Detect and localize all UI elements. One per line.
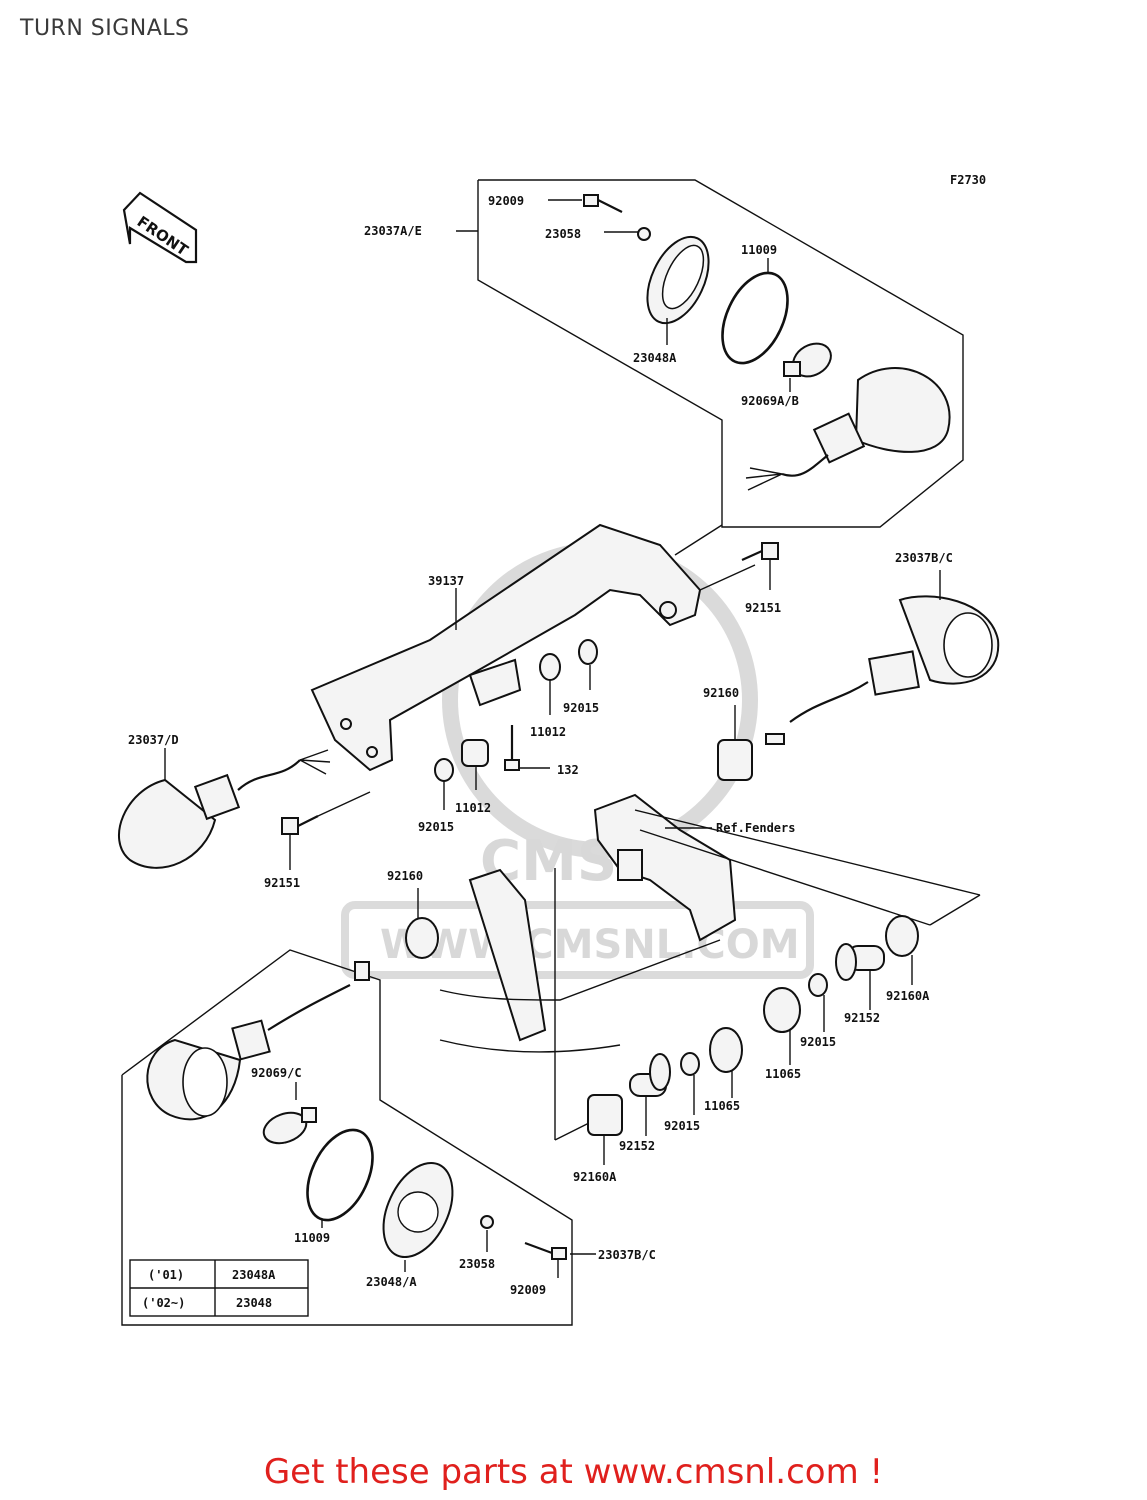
part-label: 23037/D [128,733,179,747]
part-label: 92009 [488,194,524,208]
part-label: 23037B/C [895,551,953,565]
screw-92009-top [548,194,623,213]
collar-92152-bottom [629,1053,671,1136]
part-label: 92015 [563,701,599,715]
part-labels: 23037A/E 92009 23058 11009 23048A 92069A… [128,194,953,1297]
lens-23048a-top [646,235,710,345]
part-label: 92015 [800,1035,836,1049]
screw-132 [504,725,550,771]
front-arrow-icon: FRONT [122,191,198,264]
part-label: 11012 [530,725,566,739]
lens-23048a-bottom [382,1161,454,1272]
grommet-92160a-bottom [587,1094,623,1165]
o-ring-11009-bottom [306,1128,374,1228]
washer-23058-bottom [480,1215,494,1252]
part-label: 92069/C [251,1066,302,1080]
nut-92015-a [578,639,598,690]
part-label: 23058 [545,227,581,241]
grommet-92160a-right [885,915,919,985]
bolt-92151-right [741,542,779,590]
turn-signal-front-left [118,748,331,869]
cta-link[interactable]: Get these parts at www.cmsnl.com ! [263,1452,884,1492]
part-label: 132 [557,763,579,777]
part-label: 11009 [294,1231,330,1245]
part-label: 92160A [886,989,930,1003]
cap-11065-b [709,1027,743,1098]
fender-bracket [439,793,981,1141]
part-label: 11012 [455,801,491,815]
part-label: 92009 [510,1283,546,1297]
turn-signal-front-right [745,367,951,491]
washer-23058-top [604,227,651,241]
page-title: TURN SIGNALS [20,16,190,41]
bulb-92069ab [783,342,832,392]
part-label: Ref.Fenders [716,821,795,835]
year-table-year-1: ('01) [148,1268,184,1282]
collar-11012-a [539,653,561,715]
year-table-part-2: 23048 [236,1296,272,1310]
part-label: 92015 [664,1119,700,1133]
bracket-39137 [310,523,756,772]
part-label: 92151 [264,876,300,890]
bolt-92151-left [281,791,371,870]
nut-92015-d [680,1052,700,1115]
screw-92009-bottom [524,1241,596,1278]
part-label: 23048A [633,351,677,365]
watermark-text: WWW.CMSNL.COM [380,922,800,968]
nut-92015-b [434,758,454,810]
part-label: 92015 [418,820,454,834]
part-label: 92151 [745,601,781,615]
part-label: 23048/A [366,1275,417,1289]
grommet-92160-a [717,705,753,781]
figure-code: F2730 [950,173,986,187]
part-label: 92160 [703,686,739,700]
part-label: 92152 [844,1011,880,1025]
part-label: 92160A [573,1170,617,1184]
cap-11065-a [763,987,801,1065]
frame-top-assembly [477,179,964,528]
o-ring-11009-top [721,258,789,365]
year-table-year-2: ('02~) [142,1296,185,1310]
part-label: 92152 [619,1139,655,1153]
part-label: 11065 [704,1099,740,1113]
nut-92015-c [808,973,828,1032]
part-label: 92160 [387,869,423,883]
part-label: 92069A/B [741,394,799,408]
turn-signal-rear-right [765,570,1000,745]
part-label: 23058 [459,1257,495,1271]
collar-11012-b [461,739,489,790]
year-table-part-1: 23048A [232,1268,276,1282]
collar-92152-right [835,943,885,1010]
part-label: 23037B/C [598,1248,656,1262]
part-label: 11009 [741,243,777,257]
grommet-92160-b [405,888,439,959]
year-table: ('01) 23048A ('02~) 23048 [129,1259,309,1317]
part-label: 23037A/E [364,224,422,238]
frame-bottom-assembly [121,949,573,1326]
part-label: 39137 [428,574,464,588]
turn-signal-rear-left [146,961,370,1121]
part-label: 11065 [765,1067,801,1081]
bulb-92069c [262,1082,317,1145]
